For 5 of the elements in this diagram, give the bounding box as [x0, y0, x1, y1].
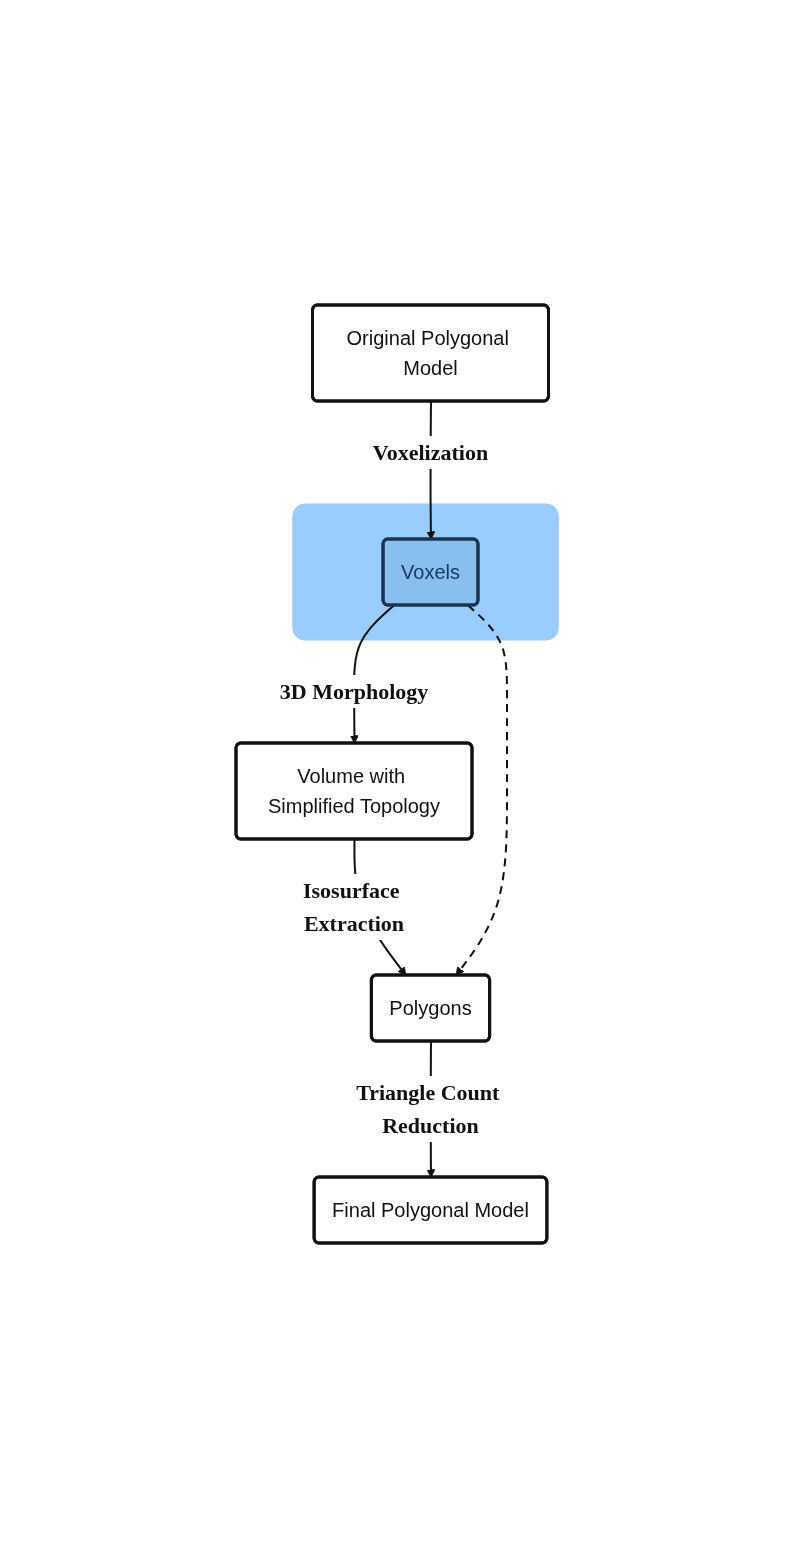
cluster: [292, 503, 559, 641]
edge-label: Voxelization: [372, 440, 489, 465]
edge-label: Isosurface Extraction: [302, 878, 404, 936]
edge-label: Triangle Count Reduction: [356, 1080, 500, 1138]
edge-label: 3D Morphology: [279, 679, 429, 704]
